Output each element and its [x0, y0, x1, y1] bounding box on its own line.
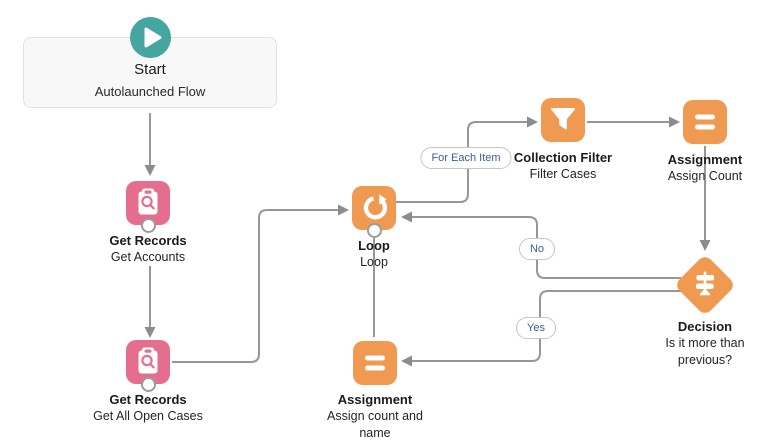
- connector-port[interactable]: [140, 376, 156, 392]
- node-title: Get Records: [109, 233, 187, 248]
- signpost-icon: [683, 263, 727, 307]
- record-lookup-icon[interactable]: [126, 340, 170, 384]
- node-collection-filter[interactable]: Collection Filter Filter Cases: [498, 149, 628, 183]
- node-title: Loop: [358, 238, 390, 253]
- node-title: Decision: [677, 319, 733, 334]
- arrowhead-right: [527, 116, 538, 128]
- arrowhead-down: [699, 240, 711, 251]
- node-subtitle: Loop: [360, 255, 388, 269]
- node-title: Assignment: [337, 392, 413, 407]
- node-get-records-2[interactable]: Get Records Get All Open Cases: [78, 391, 218, 425]
- node-subtitle: Assign Count: [667, 169, 743, 183]
- node-subtitle: Get Accounts: [110, 250, 186, 264]
- start-subtitle: Autolaunched Flow: [94, 84, 206, 99]
- node-subtitle: Get All Open Cases: [93, 409, 203, 423]
- start-title: Start: [134, 61, 166, 78]
- connector-label-yes[interactable]: Yes: [516, 317, 556, 339]
- node-decision[interactable]: Decision Is it more than previous?: [650, 318, 760, 369]
- arrowheads: [144, 116, 711, 367]
- connector-label-for-each-item[interactable]: For Each Item: [420, 147, 512, 169]
- node-title: Get Records: [109, 392, 187, 407]
- arrowhead-left: [401, 211, 412, 223]
- equals-icon[interactable]: [683, 100, 727, 144]
- node-subtitle: Filter Cases: [529, 167, 597, 181]
- node-assignment-count-name[interactable]: Assignment Assign count and name: [320, 391, 430, 442]
- play-icon[interactable]: [130, 17, 171, 58]
- equals-icon[interactable]: [353, 341, 397, 385]
- arrowhead-left: [401, 355, 412, 367]
- connector-port[interactable]: [366, 222, 382, 238]
- filter-icon[interactable]: [541, 98, 585, 142]
- arrowhead-down: [144, 327, 156, 338]
- arrowhead-right: [338, 204, 349, 216]
- loop-icon[interactable]: [352, 186, 396, 230]
- node-subtitle: Assign count and name: [327, 409, 423, 440]
- connector-get-records-2-to-loop: [172, 209, 338, 363]
- node-loop[interactable]: Loop Loop: [314, 237, 434, 271]
- node-assignment-count[interactable]: Assignment Assign Count: [645, 151, 765, 185]
- node-subtitle: Is it more than previous?: [665, 336, 745, 367]
- arrowhead-down: [144, 165, 156, 176]
- connector-label-no[interactable]: No: [518, 238, 556, 260]
- node-title: Collection Filter: [513, 150, 613, 165]
- arrowhead-right: [669, 116, 680, 128]
- connector-port[interactable]: [140, 217, 156, 233]
- node-get-records-1[interactable]: Get Records Get Accounts: [88, 232, 208, 266]
- node-title: Assignment: [667, 152, 743, 167]
- record-lookup-icon[interactable]: [126, 181, 170, 225]
